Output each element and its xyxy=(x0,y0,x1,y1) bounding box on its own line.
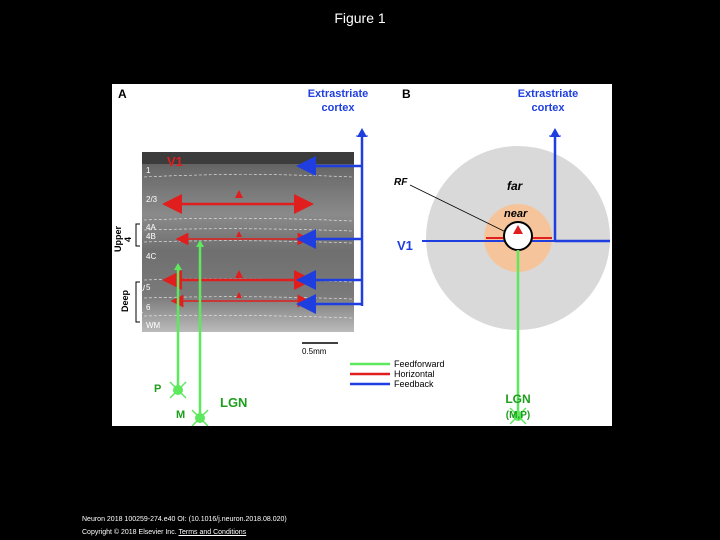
legend-label-feedback: Feedback xyxy=(394,379,434,389)
deep-sublabels: U L xyxy=(139,284,145,315)
sublabel-u: U xyxy=(139,284,145,293)
legend: Feedforward Horizontal Feedback xyxy=(350,359,445,389)
lgn-label-a: LGN xyxy=(220,395,247,410)
layer-label-4c: 4C xyxy=(146,252,156,261)
v1-label-b: V1 xyxy=(397,238,413,253)
copyright-text: Copyright © 2018 Elsevier Inc. xyxy=(82,529,177,536)
group-deep-label: Deep xyxy=(120,289,130,312)
horizontal-connections xyxy=(162,194,314,308)
layer-label-2-3: 2/3 xyxy=(146,195,158,204)
layer-label-6: 6 xyxy=(146,303,151,312)
terms-link[interactable]: Terms and Conditions xyxy=(178,529,247,536)
panel-a: A 1 2/3 4A 4B 4C 5 6 WM Upp xyxy=(113,87,368,426)
extrastriate-label-b-line2: cortex xyxy=(531,102,565,114)
far-label: far xyxy=(507,179,524,193)
p-pathway-terminal xyxy=(174,263,182,270)
group-upper-4-label: 4 xyxy=(123,237,133,242)
sublabel-l: L xyxy=(139,306,143,315)
extrastriate-neuron-a xyxy=(357,128,367,137)
p-label: P xyxy=(154,383,161,395)
figure-panel: A 1 2/3 4A 4B 4C 5 6 WM Upp xyxy=(112,84,612,426)
m-label: M xyxy=(176,409,185,421)
extrastriate-label-b-line1: Extrastriate xyxy=(518,88,579,100)
neuron-2-3 xyxy=(235,190,243,198)
layer-label-wm: WM xyxy=(146,321,161,330)
layer-labels: 1 2/3 4A 4B 4C 5 6 WM xyxy=(146,166,161,330)
layer-label-4b: 4B xyxy=(146,232,156,241)
footer-copyright: Copyright © 2018 Elsevier Inc. Terms and… xyxy=(82,529,246,536)
lgn-label-b: LGN xyxy=(505,392,530,406)
panel-b-label: B xyxy=(402,87,411,101)
panel-a-label: A xyxy=(118,87,127,101)
layer-brackets xyxy=(135,223,140,323)
neuron-4b xyxy=(236,231,242,237)
scale-bar-label: 0.5mm xyxy=(302,347,327,356)
lgn-m-dendrites xyxy=(191,409,209,426)
neuron-5 xyxy=(235,270,243,278)
near-label: near xyxy=(504,208,528,220)
v1-neuron-b xyxy=(513,225,523,234)
lgn-sub-label-b: (M,P) xyxy=(506,410,530,421)
feedback-connections xyxy=(296,135,364,314)
figure-title: Figure 1 xyxy=(334,10,386,26)
extrastriate-label-a-line1: Extrastriate xyxy=(308,88,369,100)
panel-b: B far near RF Extrastriate cortex V1 LGN… xyxy=(394,87,610,425)
legend-label-feedforward: Feedforward xyxy=(394,359,445,369)
neuron-6 xyxy=(236,292,242,298)
lgn-p-dendrites xyxy=(169,381,187,399)
rf-pointer-line xyxy=(409,184,511,235)
layer-label-4a: 4A xyxy=(146,223,156,232)
layer-label-1: 1 xyxy=(146,166,151,175)
feedforward-connections xyxy=(176,244,202,420)
lgn-dendrites-b xyxy=(509,407,527,425)
pyramidal-neurons xyxy=(235,190,243,298)
m-pathway-terminal xyxy=(196,240,204,247)
extrastriate-label-a-line2: cortex xyxy=(321,102,355,114)
extrastriate-neuron-b xyxy=(550,128,560,137)
legend-label-horizontal: Horizontal xyxy=(394,369,435,379)
footer-citation: Neuron 2018 100259-274.e40 OI: (10.1016/… xyxy=(82,516,287,523)
rf-label: RF xyxy=(394,177,408,188)
layer-label-5: 5 xyxy=(146,283,151,292)
group-upper-label: Upper xyxy=(113,226,123,253)
v1-label-a: V1 xyxy=(167,154,183,169)
